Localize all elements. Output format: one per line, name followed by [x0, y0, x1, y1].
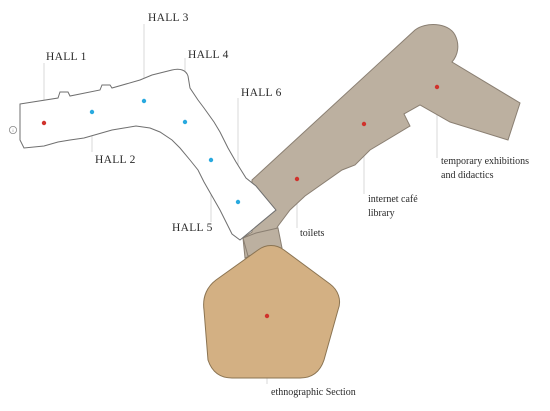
exhibitions-dot[interactable]: [434, 84, 440, 90]
hall-4-label[interactable]: HALL 4: [188, 49, 229, 61]
hall-5-dot[interactable]: [208, 157, 214, 163]
exhibitions-label-line-2[interactable]: and didactics: [441, 170, 494, 181]
hall-2-label[interactable]: HALL 2: [95, 154, 136, 166]
entrance-icon: i: [8, 126, 17, 135]
toilets-label[interactable]: toilets: [300, 228, 325, 239]
toilets-dot[interactable]: [294, 176, 300, 182]
area-labels: toilets internet café library temporary …: [271, 156, 529, 398]
exhibitions-label-line-1[interactable]: temporary exhibitions: [441, 156, 529, 167]
hall-6-dot[interactable]: [235, 199, 241, 205]
hall-labels: HALL 1 HALL 2 HALL 3 HALL 4 HALL 5 HALL …: [46, 12, 282, 234]
hall-3-label[interactable]: HALL 3: [148, 12, 189, 24]
halls-wing: [19, 68, 277, 241]
svg-text:i: i: [13, 128, 14, 133]
location-dots: [41, 84, 440, 319]
hall-4-dot[interactable]: [182, 119, 188, 125]
ethnographic-label[interactable]: ethnographic Section: [271, 387, 356, 398]
ethnographic-dot[interactable]: [264, 313, 270, 319]
cafe-library-dot[interactable]: [361, 121, 367, 127]
ethnographic-section-shape: [203, 245, 341, 379]
library-label[interactable]: library: [368, 208, 395, 219]
hall-2-dot[interactable]: [89, 109, 95, 115]
hall-3-dot[interactable]: [141, 98, 147, 104]
hall-1-dot[interactable]: [41, 120, 47, 126]
grey-wing: [242, 24, 521, 259]
hall-1-label[interactable]: HALL 1: [46, 51, 87, 63]
cafe-label[interactable]: internet café: [368, 194, 418, 205]
hall-6-label[interactable]: HALL 6: [241, 87, 282, 99]
hall-5-label[interactable]: HALL 5: [172, 222, 213, 234]
